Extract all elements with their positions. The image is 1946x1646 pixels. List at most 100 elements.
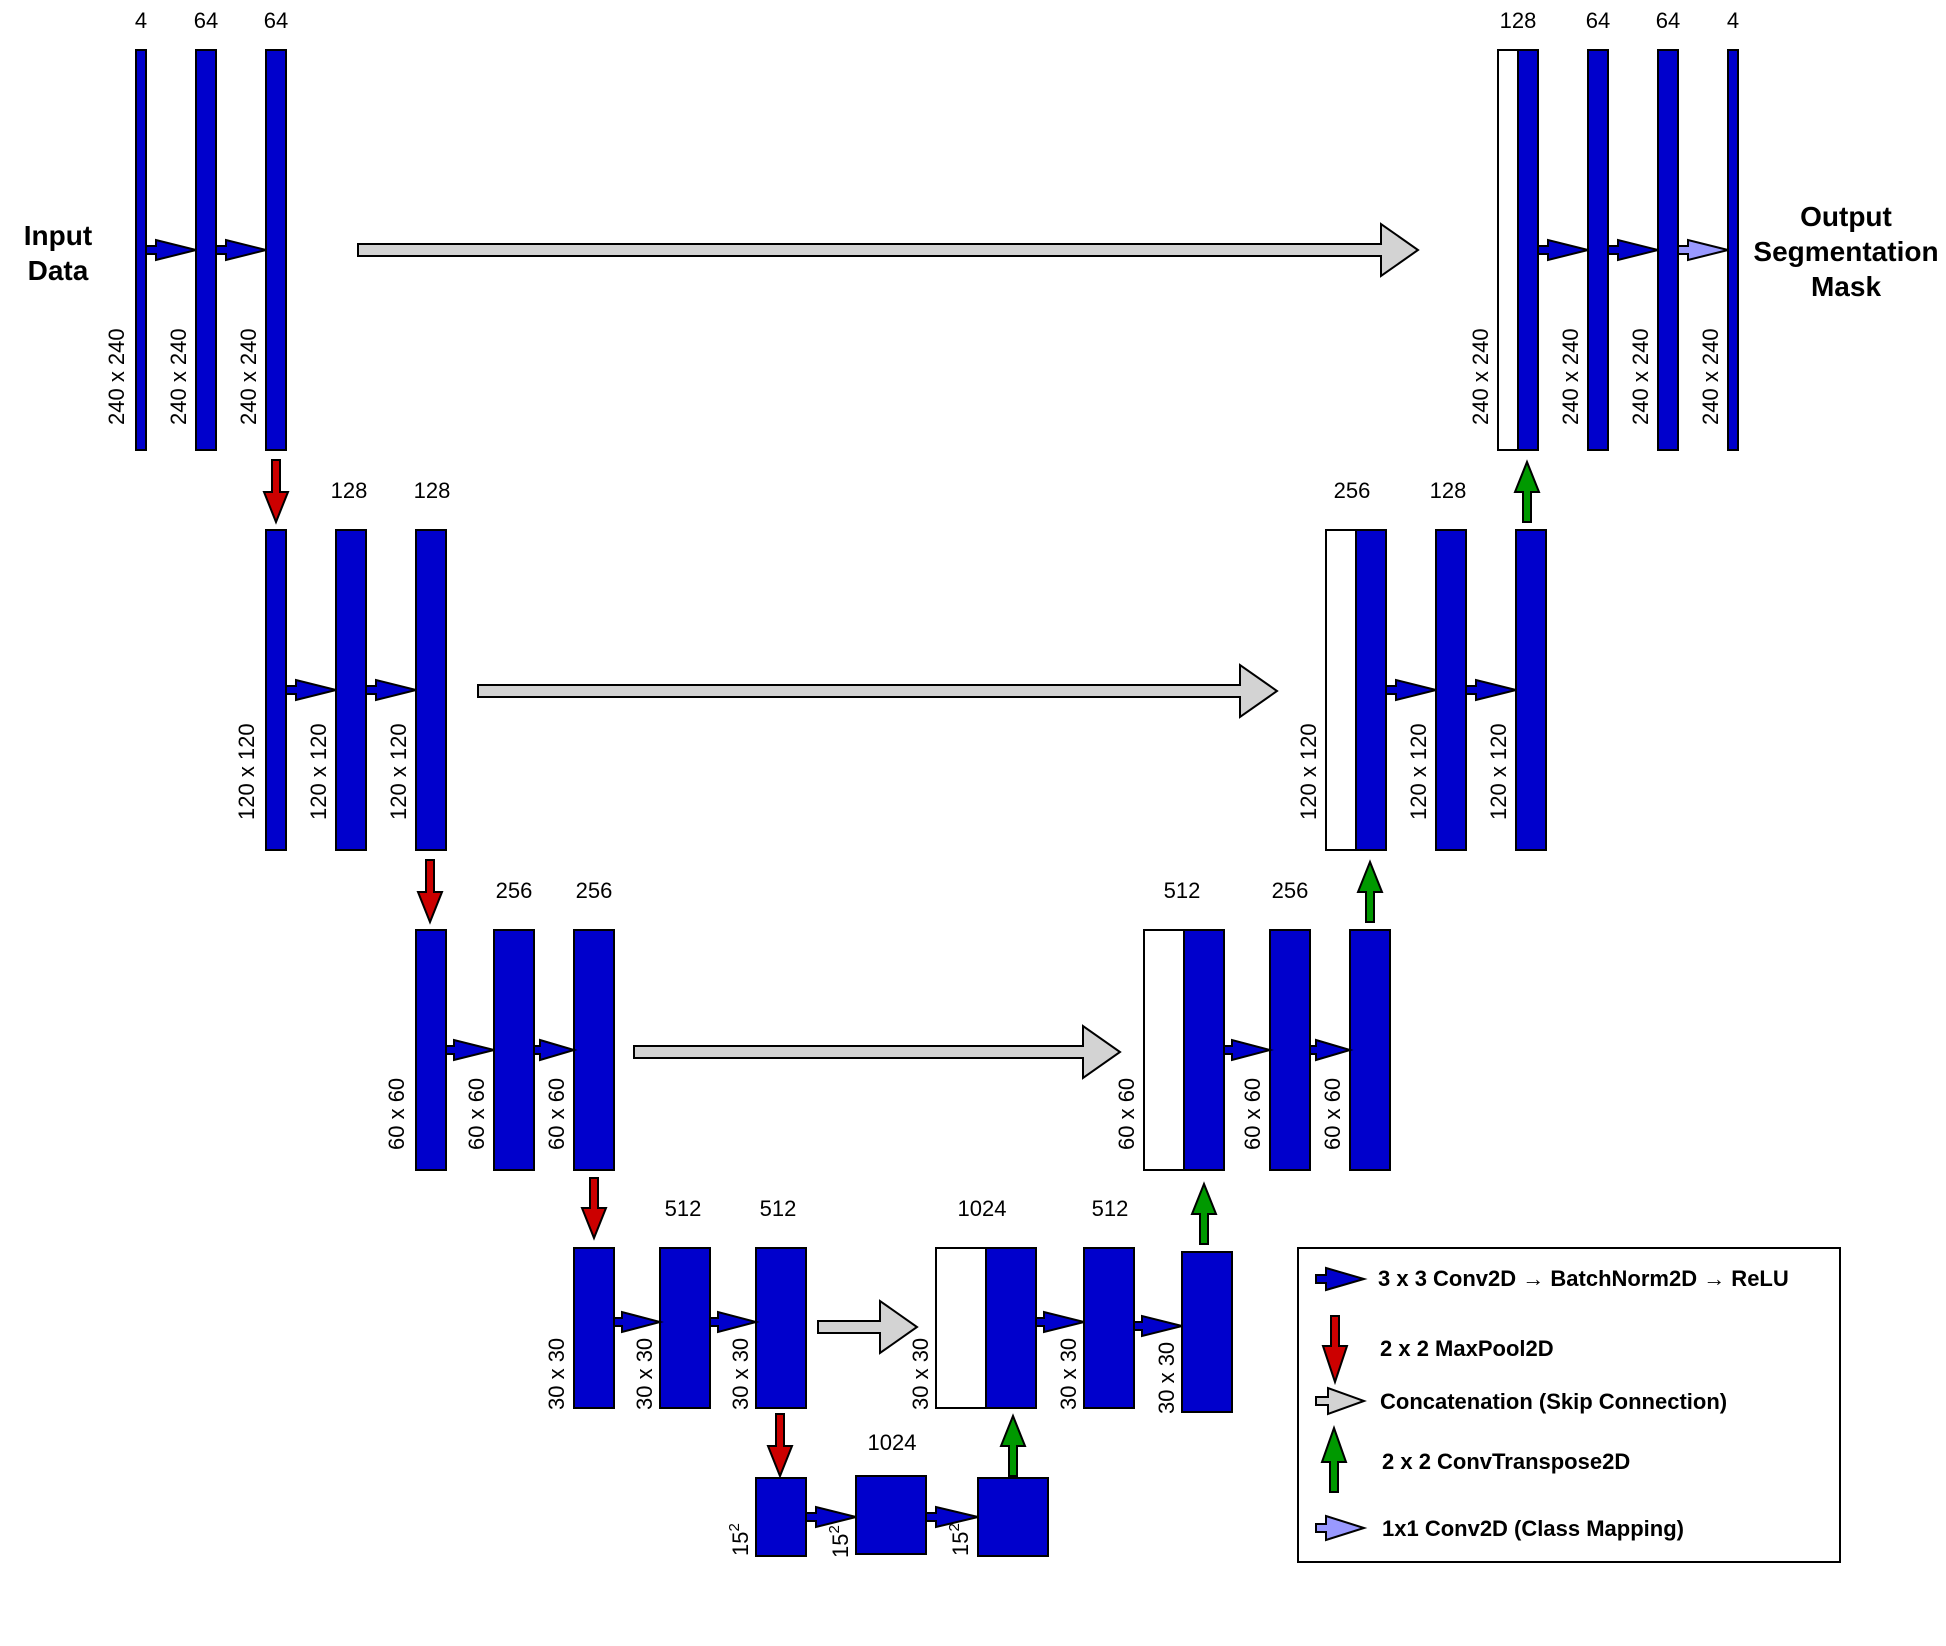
legend-label-concat: Concatenation (Skip Connection): [1380, 1389, 1727, 1414]
legend-label-maxpool: 2 x 2 MaxPool2D: [1380, 1336, 1554, 1361]
e3-channels-1: 256: [496, 878, 533, 903]
conv-arrow: [1385, 678, 1437, 702]
d3-block-3: [1349, 929, 1391, 1171]
maxpool-arrow: [766, 1413, 794, 1479]
bottleneck-size-2: 152: [826, 1525, 853, 1558]
e4-size-1: 30 x 30: [544, 1338, 569, 1410]
legend-label-conv: 3 x 3 Conv2D → BatchNorm2D → ReLU: [1378, 1266, 1789, 1291]
d2-block-1: [1355, 529, 1387, 851]
e2-block-2: [335, 529, 367, 851]
d1-channels-3: 64: [1656, 8, 1680, 33]
bottleneck-block-1: [755, 1477, 807, 1557]
d2-size-1: 120 x 120: [1296, 723, 1321, 820]
conv-arrow-icon: [1315, 1266, 1368, 1292]
conv-arrow: [365, 678, 417, 702]
d2-channels-1: 256: [1334, 478, 1371, 503]
conv-arrow: [1035, 1310, 1085, 1334]
e3-block-3: [573, 929, 615, 1171]
d3-size-1: 60 x 60: [1114, 1078, 1139, 1150]
d4-block-1: [985, 1247, 1037, 1409]
d1-block-3: [1657, 49, 1679, 451]
d1-channels-4: 4: [1727, 8, 1739, 33]
e4-channels-2: 512: [760, 1196, 797, 1221]
d3-block-2: [1269, 929, 1311, 1171]
upconv-arrow: [999, 1413, 1027, 1477]
maxpool-arrow: [580, 1177, 608, 1241]
upconv-arrow: [1356, 859, 1384, 923]
concat-arrow-icon: [1315, 1386, 1367, 1416]
e1-channels-2: 64: [194, 8, 218, 33]
output-label-line2: Segmentation: [1753, 236, 1938, 267]
conv-arrow: [709, 1310, 760, 1334]
e1-channels-1: 4: [135, 8, 147, 33]
conv-arrow: [215, 238, 267, 262]
class-map-arrow-icon: [1315, 1514, 1368, 1542]
e3-channels-2: 256: [576, 878, 613, 903]
e4-size-2: 30 x 30: [632, 1338, 657, 1410]
conv-arrow: [1133, 1314, 1183, 1338]
upconv-arrow: [1190, 1181, 1218, 1245]
e4-block-3: [755, 1247, 807, 1409]
bottleneck-size-1: 152: [726, 1523, 753, 1556]
e1-block-2: [195, 49, 217, 451]
d4-channels-1: 1024: [958, 1196, 1007, 1221]
legend-box: [1297, 1247, 1841, 1563]
output-label-line3: Mask: [1811, 271, 1881, 302]
d3-size-3: 60 x 60: [1320, 1078, 1345, 1150]
bottleneck-block-3: [977, 1477, 1049, 1557]
legend-label-class-map: 1x1 Conv2D (Class Mapping): [1382, 1516, 1684, 1541]
d1-block-2: [1587, 49, 1609, 451]
e2-size-1: 120 x 120: [234, 723, 259, 820]
conv-arrow: [925, 1505, 979, 1529]
conv-arrow: [1223, 1038, 1274, 1062]
d3-channels-2: 256: [1272, 878, 1309, 903]
d2-size-2: 120 x 120: [1406, 723, 1431, 820]
d3-block-1: [1183, 929, 1225, 1171]
size-exp: 2: [726, 1523, 743, 1531]
maxpool-arrow-icon: [1321, 1315, 1349, 1386]
e1-size-3: 240 x 240: [236, 328, 261, 425]
input-label-line2: Data: [28, 255, 89, 286]
skip-arrow-level1: [357, 222, 1420, 278]
d4-size-2: 30 x 30: [1056, 1338, 1081, 1410]
e4-block-2: [659, 1247, 711, 1409]
d1-size-1: 240 x 240: [1468, 328, 1493, 425]
e1-size-1: 240 x 240: [104, 328, 129, 425]
e2-size-2: 120 x 120: [306, 723, 331, 820]
d1-concat-block: [1497, 49, 1519, 451]
conv-arrow: [1607, 238, 1659, 262]
size-base: 15: [828, 1534, 853, 1558]
size-exp: 2: [826, 1525, 843, 1533]
d4-channels-2: 512: [1092, 1196, 1129, 1221]
e4-size-3: 30 x 30: [728, 1338, 753, 1410]
e4-channels-1: 512: [665, 1196, 702, 1221]
d4-concat-block: [935, 1247, 987, 1409]
d3-size-2: 60 x 60: [1240, 1078, 1265, 1150]
class-map-arrow: [1677, 238, 1729, 262]
conv-arrow: [445, 1038, 495, 1062]
e1-channels-3: 64: [264, 8, 288, 33]
e1-block-1: [135, 49, 147, 451]
d1-size-2: 240 x 240: [1558, 328, 1583, 425]
e2-block-3: [415, 529, 447, 851]
skip-arrow-level3: [633, 1024, 1122, 1080]
conv-arrow: [533, 1038, 578, 1062]
skip-arrow-level2: [477, 663, 1279, 719]
e2-channels-2: 128: [414, 478, 451, 503]
size-exp: 2: [946, 1523, 963, 1531]
e3-size-3: 60 x 60: [544, 1078, 569, 1150]
d4-size-1: 30 x 30: [908, 1338, 933, 1410]
e1-size-2: 240 x 240: [166, 328, 191, 425]
e2-size-3: 120 x 120: [386, 723, 411, 820]
d1-channels-1: 128: [1500, 8, 1537, 33]
size-base: 15: [948, 1532, 973, 1556]
conv-arrow: [1465, 678, 1517, 702]
output-label-line1: Output: [1800, 201, 1892, 232]
d1-block-1: [1517, 49, 1539, 451]
upconv-arrow: [1513, 459, 1541, 523]
size-base: 15: [728, 1532, 753, 1556]
d4-size-3: 30 x 30: [1154, 1342, 1179, 1414]
d3-channels-1: 512: [1164, 878, 1201, 903]
d2-channels-2: 128: [1430, 478, 1467, 503]
